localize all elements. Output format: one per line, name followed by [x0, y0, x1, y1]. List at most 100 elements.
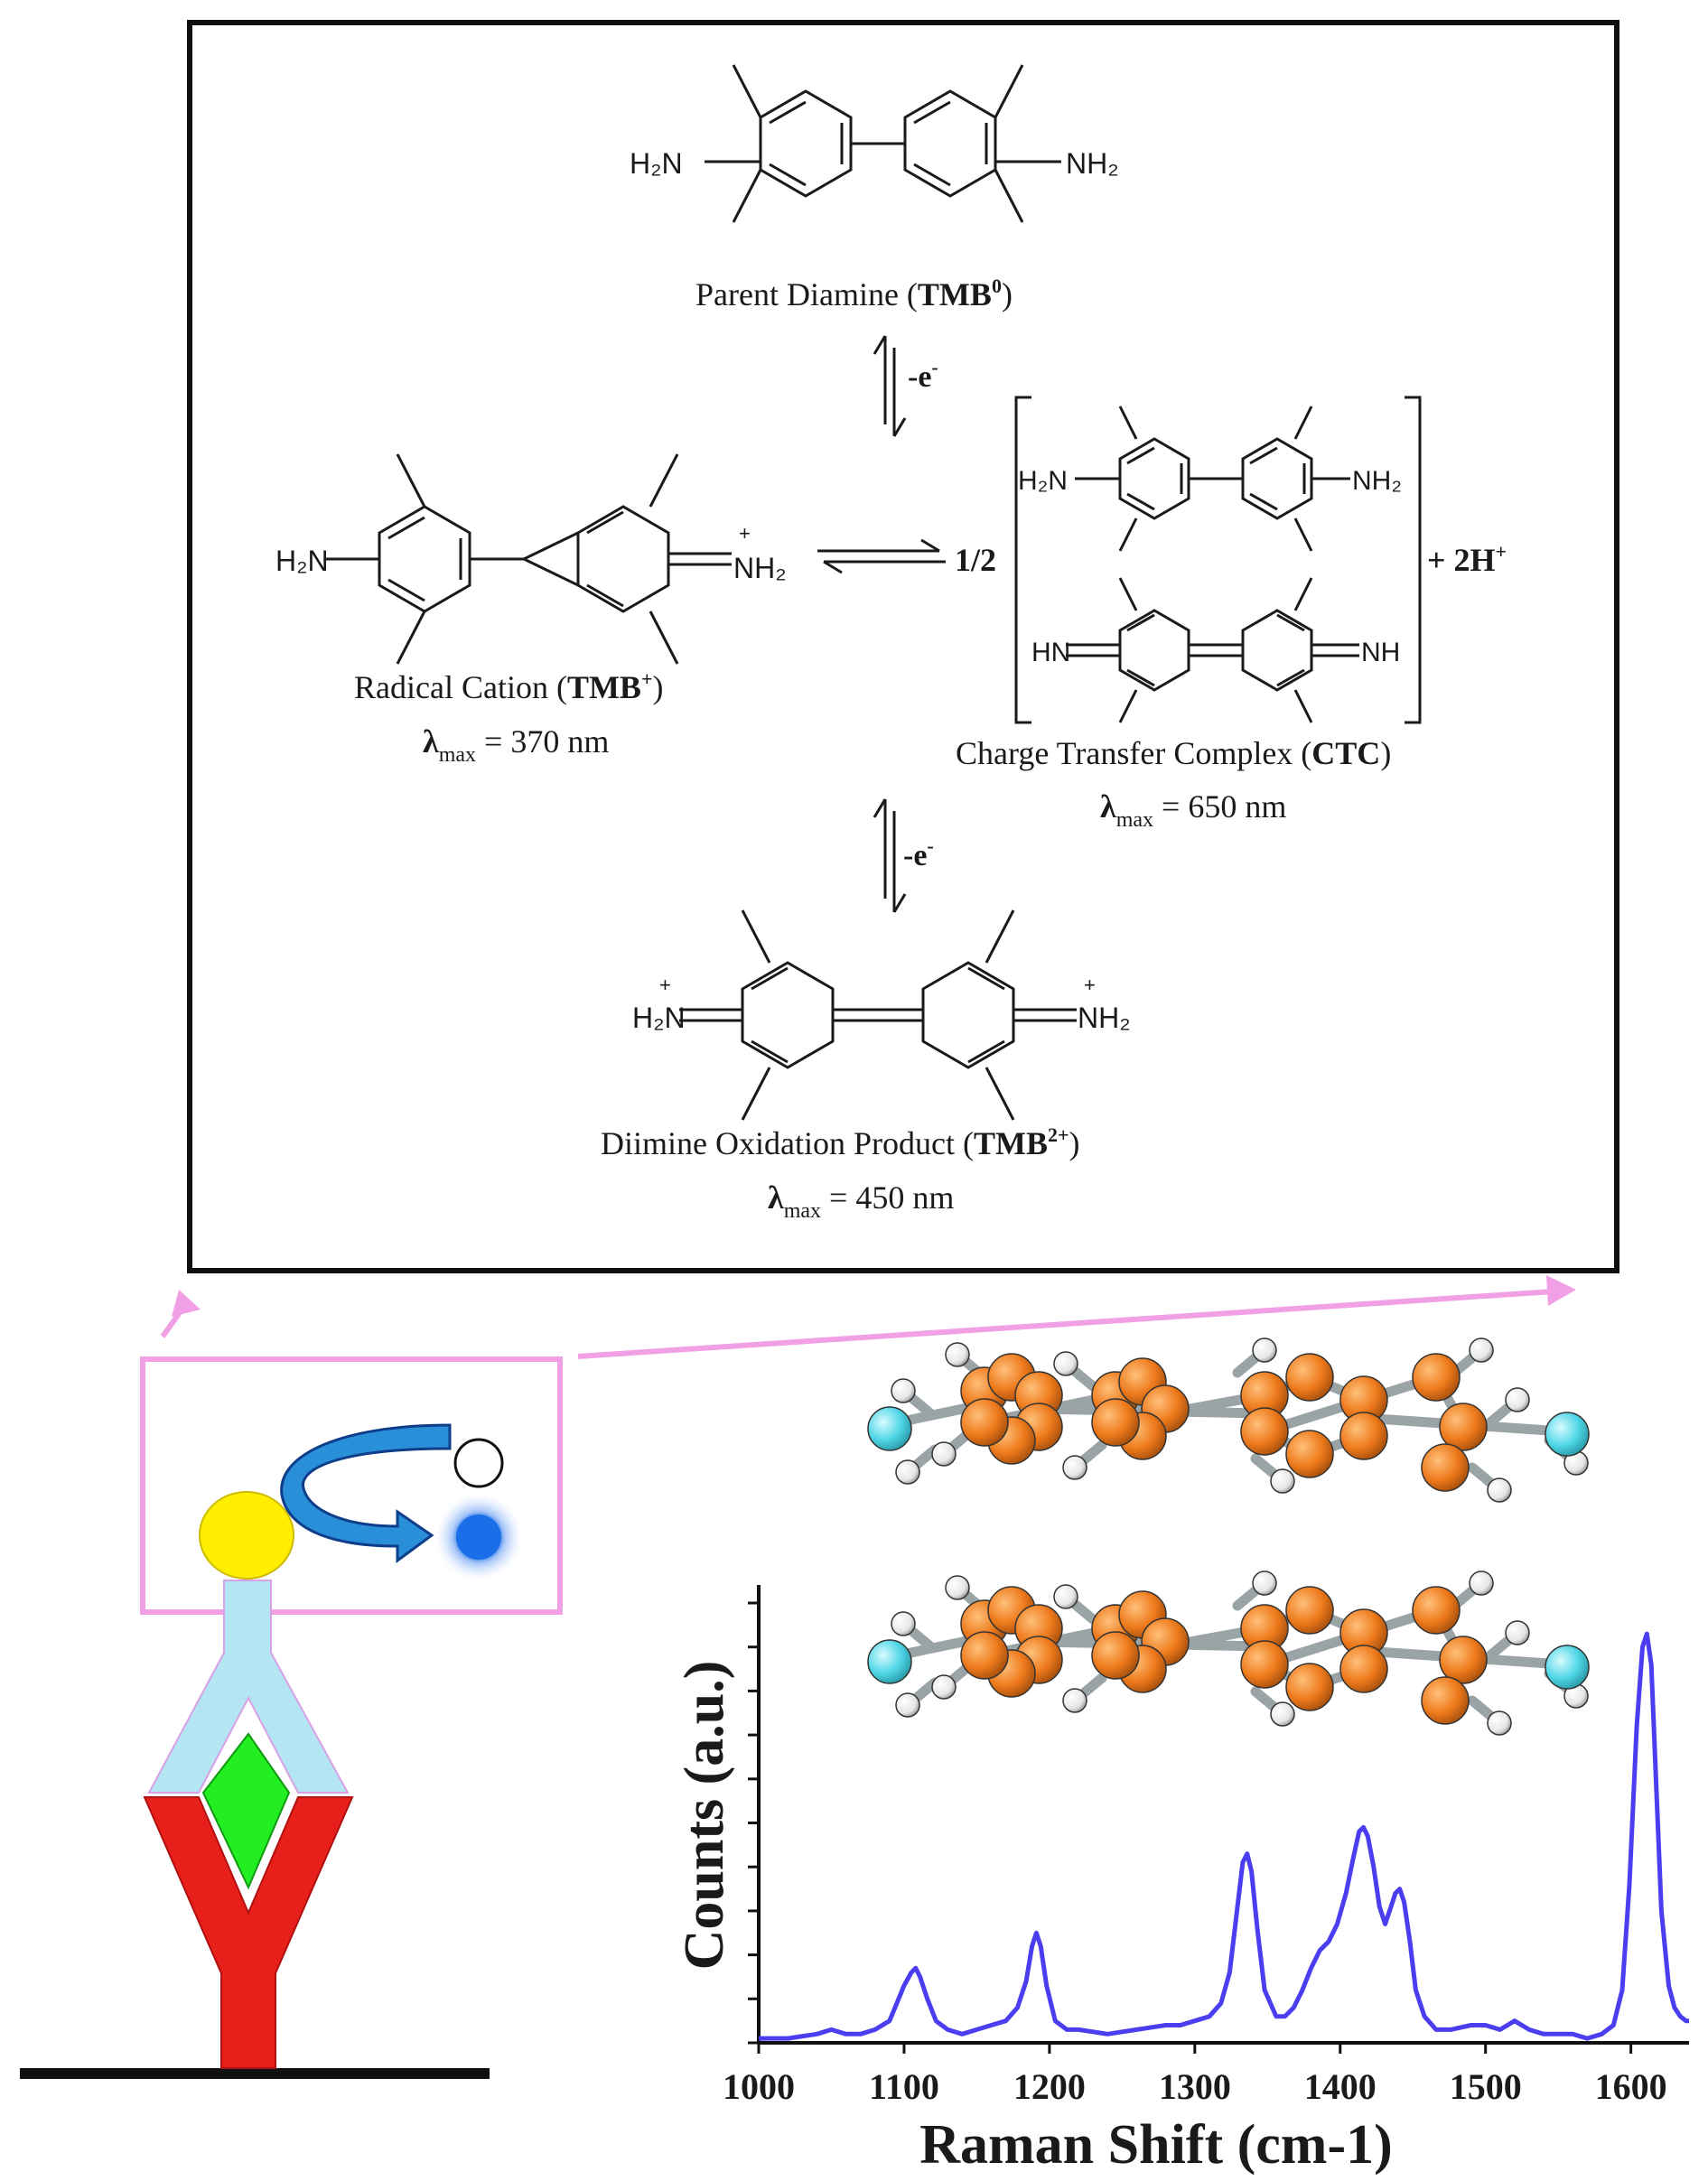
capture-antibody — [143, 1796, 354, 2069]
carbon-atom — [1091, 1398, 1140, 1447]
ctc-bottom-right-group: NH — [1361, 638, 1400, 667]
hydrogen-atom — [891, 1378, 916, 1403]
conversion-arrow — [280, 1423, 452, 1563]
substrate-colorless — [453, 1438, 504, 1488]
series-line-raman — [759, 1631, 1689, 2041]
zoom-box — [140, 1356, 563, 1615]
hydrogen-atom — [1469, 1571, 1494, 1596]
nitrogen-atom — [867, 1639, 912, 1684]
x-tick-label-1300: 1300 — [1159, 2066, 1231, 2107]
ctc-protons: + 2H+ — [1427, 540, 1507, 578]
hydrogen-atom — [891, 1611, 916, 1636]
tmb2-right-group: NH₂ — [1078, 1002, 1131, 1034]
tmb2-caption: Diimine Oxidation Product (TMB2+) — [601, 1123, 1080, 1161]
hydrogen-atom — [895, 1692, 920, 1718]
carbon-atom — [1240, 1407, 1289, 1456]
tmb-plus-charge: + — [739, 522, 751, 545]
tmb0-structure — [705, 64, 1061, 223]
carbon-atom — [1412, 1353, 1461, 1402]
tmb2-lambda: λmax = 450 nm — [768, 1179, 954, 1223]
elisa-diagram — [20, 1423, 522, 2079]
carbon-atom — [1439, 1636, 1488, 1684]
tmb-plus-left-group: H₂N — [275, 545, 329, 577]
tmb0-right-group: NH₂ — [1066, 147, 1119, 180]
hydrogen-atom — [945, 1342, 970, 1367]
x-ticks: 1000 1100 1200 1300 1400 1500 1600 — [723, 2043, 1667, 2107]
carbon-atom — [1339, 1645, 1388, 1693]
carbon-atom — [1285, 1430, 1334, 1478]
x-tick-label-1200: 1200 — [1013, 2066, 1086, 2107]
hydrogen-atom — [1062, 1455, 1087, 1480]
x-tick-label-1600: 1600 — [1595, 2066, 1667, 2107]
ctc-top-structure — [1075, 405, 1350, 552]
tmb2-right-charge: + — [1084, 974, 1096, 996]
hydrogen-atom — [1252, 1337, 1277, 1363]
oxidation-label-2: -e- — [903, 834, 934, 872]
detection-antibody — [147, 1580, 350, 1794]
nitrogen-atom — [1545, 1645, 1590, 1690]
carbon-atom — [960, 1398, 1009, 1447]
ctc-dimer-model — [867, 1337, 1590, 1736]
hydrogen-atom — [1505, 1620, 1530, 1645]
reaction-scheme: H₂N NH₂ Parent Diamine (TMB0) -e- — [187, 20, 1619, 1273]
tmb-plus-structure — [325, 453, 732, 665]
hydrogen-atom — [1062, 1688, 1087, 1713]
raman-chart: 1000 1100 1200 1300 1400 1500 1600 Counts (a.u… — [674, 1585, 1689, 2176]
oxidation-label-1: -e- — [908, 356, 938, 394]
x-tick-label-1000: 1000 — [723, 2066, 795, 2107]
product-blue — [456, 1515, 501, 1560]
hydrogen-atom — [931, 1674, 957, 1700]
ctc-caption: Charge Transfer Complex (CTC) — [956, 735, 1391, 771]
carbon-atom — [1412, 1586, 1461, 1635]
tmb0-caption: Parent Diamine (TMB0) — [695, 275, 1013, 312]
ctc-lambda: λmax = 650 nm — [1100, 788, 1286, 832]
equilibrium-arrow-oxidation-2 — [873, 798, 907, 913]
carbon-atom — [960, 1631, 1009, 1680]
x-tick-label-1400: 1400 — [1304, 2066, 1377, 2107]
scheme-frame — [187, 20, 1619, 1273]
hydrogen-atom — [931, 1441, 957, 1467]
hydrogen-atom — [1270, 1468, 1295, 1494]
zoom-connectors — [140, 1275, 1576, 1615]
carbon-atom — [1339, 1412, 1388, 1460]
hydrogen-atom — [1469, 1337, 1494, 1363]
hydrogen-atom — [1505, 1387, 1530, 1412]
enzyme-label — [199, 1491, 294, 1580]
tmb2-left-charge: + — [659, 974, 671, 996]
hydrogen-atom — [1487, 1477, 1512, 1503]
ctc-bottom-structure — [1066, 577, 1359, 723]
tmb-plus-caption: Radical Cation (TMB+) — [354, 667, 664, 705]
x-axis-title: Raman Shift (cm-1) — [919, 2114, 1393, 2176]
y-ticks — [748, 1601, 759, 2045]
y-axis-title: Counts (a.u.) — [674, 1661, 735, 1971]
hydrogen-atom — [1487, 1710, 1512, 1736]
hydrogen-atom — [1252, 1571, 1277, 1596]
carbon-atom — [1439, 1403, 1488, 1451]
carbon-atom — [1285, 1353, 1334, 1402]
ctc-brackets — [1014, 396, 1422, 724]
nitrogen-atom — [867, 1406, 912, 1451]
x-tick-label-1100: 1100 — [869, 2066, 939, 2107]
tmb-plus-right-group: NH₂ — [733, 552, 787, 584]
ctc-coefficient: 1/2 — [955, 542, 996, 578]
hydrogen-atom — [1053, 1584, 1078, 1609]
nitrogen-atom — [1545, 1412, 1590, 1457]
ctc-top-right-group: NH₂ — [1352, 466, 1402, 496]
carbon-atom — [1421, 1443, 1470, 1492]
hydrogen-atom — [945, 1575, 970, 1600]
hydrogen-atom — [1053, 1351, 1078, 1376]
carbon-atom — [1421, 1676, 1470, 1725]
tmb2-left-group: H₂N — [632, 1002, 686, 1034]
ctc-top-left-group: H₂N — [1018, 466, 1068, 496]
carbon-atom — [1240, 1640, 1289, 1689]
ctc-bottom-left-group: HN — [1031, 638, 1070, 667]
carbon-atom — [1285, 1586, 1334, 1635]
tmb2-structure — [679, 909, 1077, 1121]
tmb0-left-group: H₂N — [630, 147, 683, 180]
surface-bar — [20, 2068, 490, 2079]
hydrogen-atom — [895, 1459, 920, 1485]
equilibrium-arrow-oxidation-1 — [873, 335, 907, 437]
carbon-atom — [1285, 1663, 1334, 1711]
x-tick-label-1500: 1500 — [1450, 2066, 1522, 2107]
